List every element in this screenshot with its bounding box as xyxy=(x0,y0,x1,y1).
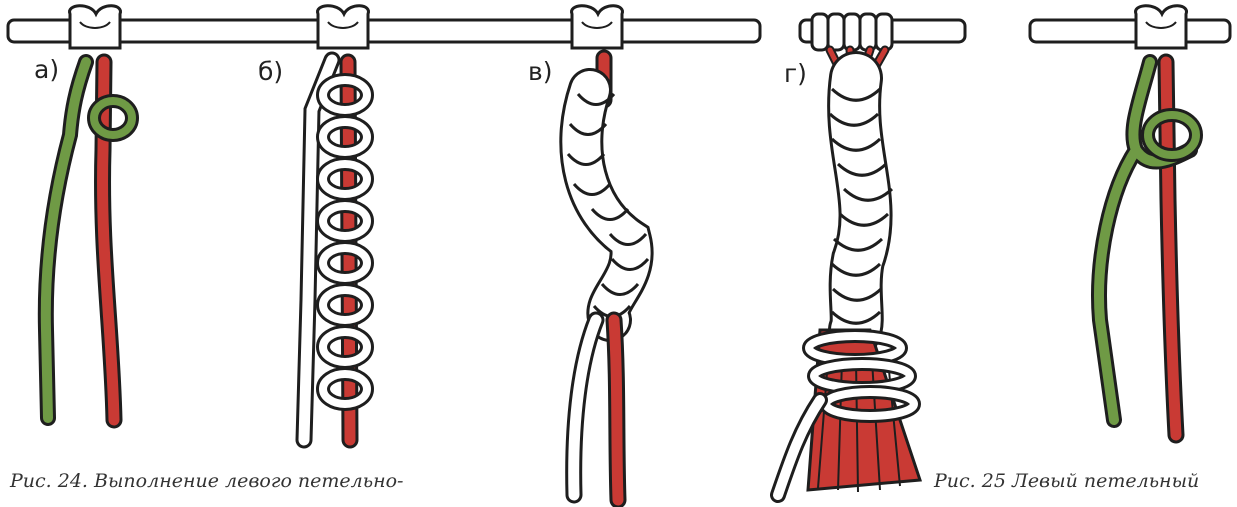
panel-fig25 xyxy=(1099,6,1196,435)
panel-c: в) xyxy=(528,6,648,500)
panel-a-label: а) xyxy=(34,55,59,84)
figure-25-caption: Рис. 25 Левый петельный xyxy=(934,470,1199,492)
panel-d-label: г) xyxy=(784,59,807,88)
mount-knot xyxy=(828,14,844,50)
panel-d-mount-knots xyxy=(812,14,892,50)
mount-knot xyxy=(860,14,876,50)
holding-bar-right xyxy=(1030,20,1230,42)
panel-d: г) xyxy=(778,14,920,495)
panel-a: а) xyxy=(34,6,132,420)
mount-knot xyxy=(812,14,828,50)
mount-knot xyxy=(844,14,860,50)
panel-b: б) xyxy=(258,6,368,440)
panel-c-label: в) xyxy=(528,57,553,86)
mount-knot xyxy=(876,14,892,50)
figure-24-caption: Рис. 24. Выполнение левого петельно- xyxy=(10,470,403,492)
panel-b-label: б) xyxy=(258,57,283,86)
panel-b-loops xyxy=(323,80,367,404)
